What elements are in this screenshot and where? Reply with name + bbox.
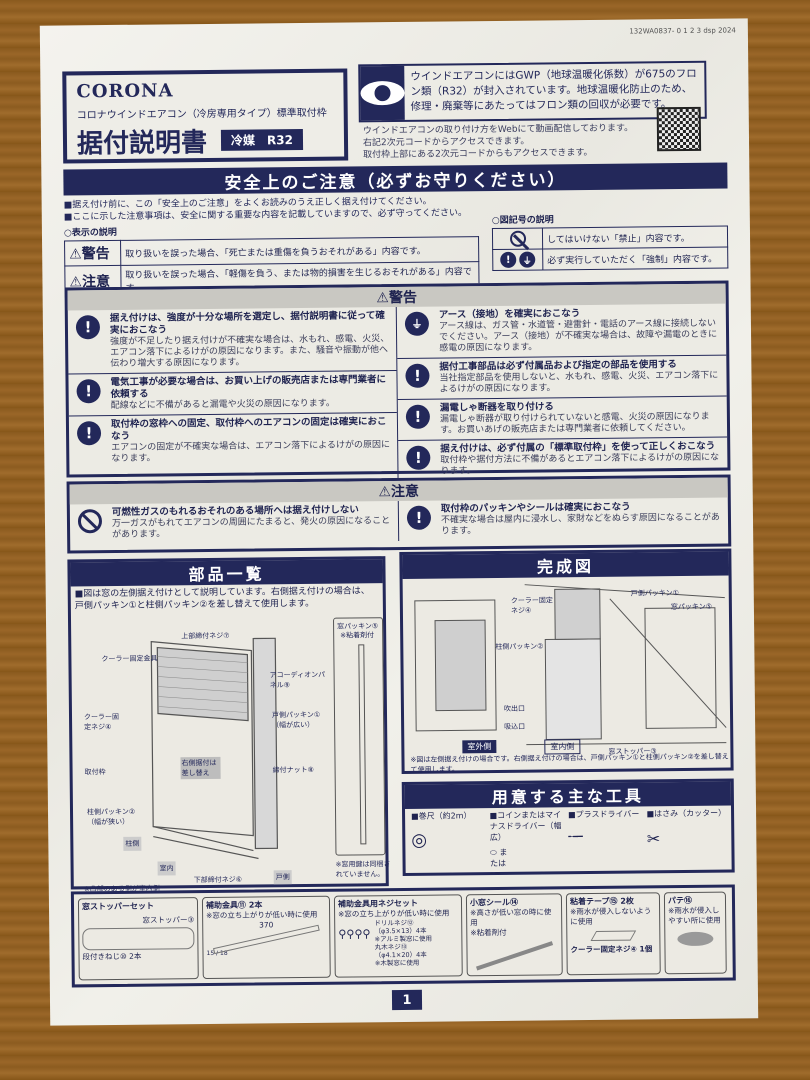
eye-globe-icon — [360, 80, 405, 106]
accessory-screw-set: 補助金具用ネジセット ※窓の立ち上がりが低い時に使用 ⚲⚲⚲⚲ ドリルネジ⑫ （… — [333, 894, 463, 978]
caution-item: ! 取付枠のパッキンやシールは確実におこなう不確実な場合は屋内に浸水し、家財など… — [399, 498, 728, 541]
scissors-icon: ✂ — [646, 829, 661, 849]
tape-measure-icon: ◎ — [411, 829, 428, 851]
document-id: 132WA0837- 0 1 2 3 dsp 2024 — [629, 26, 736, 36]
tool-phillips-driver: ■プラスドライバー╾━━ — [568, 809, 640, 842]
web-video-notice: ウインドエアコンの取り付け方をWebにて動画配信しております。 右記2次元コード… — [362, 123, 634, 161]
frame-diagram — [150, 637, 279, 860]
phillips-screwdriver-icon: ╾━━ — [568, 832, 583, 842]
symbol-legend: ○図記号の説明 してはいけない「禁止」内容です。 ! ⏚ 必ず実行していただく「… — [492, 211, 729, 271]
parts-list-section: 部品一覧 ■図は窓の左側据え付けとして説明しています。右側据え付けの場合は、戸側… — [67, 556, 390, 893]
tool-coin-driver: ■コインまたはマイナスドライバー（幅広）⬭ または ╾━ — [489, 810, 562, 879]
safety-notes: ■据え付け前に、この「安全上のご注意」をよくお読みのうえ正しく据え付けてください… — [63, 196, 467, 223]
accessory-adhesive-tape: 粘着テープ⑮ 2枚 ※雨水が侵入しないように使用 クーラー固定ネジ④ 1個 — [565, 892, 661, 976]
earth-icon: ⏚ — [404, 311, 430, 336]
document-title: 据付説明書 — [76, 127, 208, 160]
qr-code[interactable] — [656, 106, 702, 152]
warning-item: ! 据え付けは、強度が十分な場所を選定し、据付説明書に従って確実におこなう強度が… — [67, 307, 397, 375]
tools-heading: 用意する主な工具 — [404, 781, 731, 809]
product-subtitle: コロナウインドエアコン（冷房専用タイプ）標準取付枠 — [76, 107, 327, 122]
completion-heading: 完成図 — [402, 551, 729, 579]
safety-banner: 安全上のご注意（必ずお守りください） — [63, 162, 728, 196]
page-number: 1 — [391, 989, 423, 1011]
warning-item: ! 電気工事が必要な場合は、お買い上げの販売店または専門業者に依頼する配線などに… — [68, 371, 397, 417]
brand-logo: CORONA — [76, 80, 174, 103]
mandatory-icon: ! — [76, 421, 102, 446]
mandatory-icon: ! — [406, 505, 432, 530]
mandatory-icon: ! — [500, 251, 517, 268]
gwp-notice: ウインドエアコンにはGWP（地球温暖化係数）が675のフロン類（R32）が封入さ… — [358, 60, 707, 123]
mandatory-icon: ! — [405, 363, 430, 388]
window-stopper-icon — [82, 927, 195, 951]
tape-icon — [590, 930, 637, 942]
caution-section: ⚠注意 可燃性ガスのもれるおそれのある場所へは据え付けしない万一ガスがもれてエア… — [66, 474, 732, 554]
warning-item: ⏚ アース（接地）を確実におこなうアース線は、ガス管・水道管・避雷針・電話のアー… — [396, 303, 727, 360]
coin-icon: ⬭ — [489, 847, 497, 858]
mandatory-icon: ! — [405, 404, 431, 429]
screw-icon: ⚲⚲⚲⚲ — [338, 927, 371, 941]
freon-visibility-logo — [360, 65, 405, 121]
tools-section: 用意する主な工具 ■巻尺（約2m）◎ ■コインまたはマイナスドライバー（幅広）⬭… — [401, 778, 735, 879]
warning-item: ! 取付枠の窓枠への固定、取付枠へのエアコンの固定は確実におこなうエアコンの固定… — [69, 413, 398, 468]
warning-section: ⚠警告 ! 据え付けは、強度が十分な場所を選定し、据付説明書に従って確実におこな… — [64, 280, 731, 485]
flat-screwdriver-icon: ╾━ — [490, 868, 500, 879]
window-packing-box: 窓パッキン⑤ ※粘着剤付 — [332, 617, 386, 856]
warning-item: ! 漏電しゃ断器を取り付ける漏電しゃ断器が取り付けられていないと感電、火災の原因… — [397, 396, 728, 442]
packing-strip — [358, 644, 367, 845]
tool-tape-measure: ■巻尺（約2m）◎ — [411, 811, 472, 851]
earth-icon: ⏚ — [519, 251, 536, 268]
accessory-window-stopper-set: 窓ストッパーセット 窓ストッパー③ 段付きねじ⑩ 2本 — [77, 897, 199, 981]
accessories-section: 窓ストッパーセット 窓ストッパー③ 段付きねじ⑩ 2本 補助金具⑪ 2本 ※窓の… — [70, 884, 736, 988]
tool-scissors: ■はさみ（カッター）✂ — [646, 808, 727, 849]
refrigerant-badge: 冷媒 R32 — [220, 128, 304, 151]
accessory-small-window-seal: 小窓シール⑭ ※高さが低い窓の時に使用 ※粘着剤付 — [465, 893, 563, 977]
completion-section: 完成図 柱側パッキン② 吹出口 吸込口 クーラー固定ネジ④ 戸側パッキン① 窓パ… — [399, 548, 734, 774]
completion-diagram — [414, 584, 727, 746]
mandatory-icon: ! — [75, 315, 101, 340]
outdoor-side-label: 室外側 — [462, 739, 497, 754]
warning-label: ⚠警告 — [64, 240, 121, 266]
prohibited-icon — [509, 230, 526, 247]
mandatory-icon: ! — [76, 379, 101, 404]
instruction-sheet: 132WA0837- 0 1 2 3 dsp 2024 CORONA コロナウイ… — [39, 18, 759, 1026]
prohibited-icon — [77, 509, 103, 534]
warning-item: ! 据付工事部品は必ず付属品および指定の部品を使用する当社指定部品を使用しないと… — [397, 355, 727, 401]
accessory-support-bracket: 補助金具⑪ 2本 ※窓の立ち上がりが低い時に使用 370 15 / 18 — [201, 895, 331, 980]
putty-icon — [677, 931, 714, 947]
seal-strip-icon — [476, 941, 554, 971]
mandatory-icon: ! — [406, 445, 431, 470]
caution-item: 可燃性ガスのもれるおそれのある場所へは据え付けしない万一ガスがもれてエアコンの周… — [70, 501, 398, 544]
header-box: CORONA コロナウインドエアコン（冷房専用タイプ）標準取付枠 据付説明書 冷… — [62, 68, 349, 164]
accessory-putty: パテ⑯ ※雨水が侵入しやすい所に使用 — [663, 891, 727, 975]
